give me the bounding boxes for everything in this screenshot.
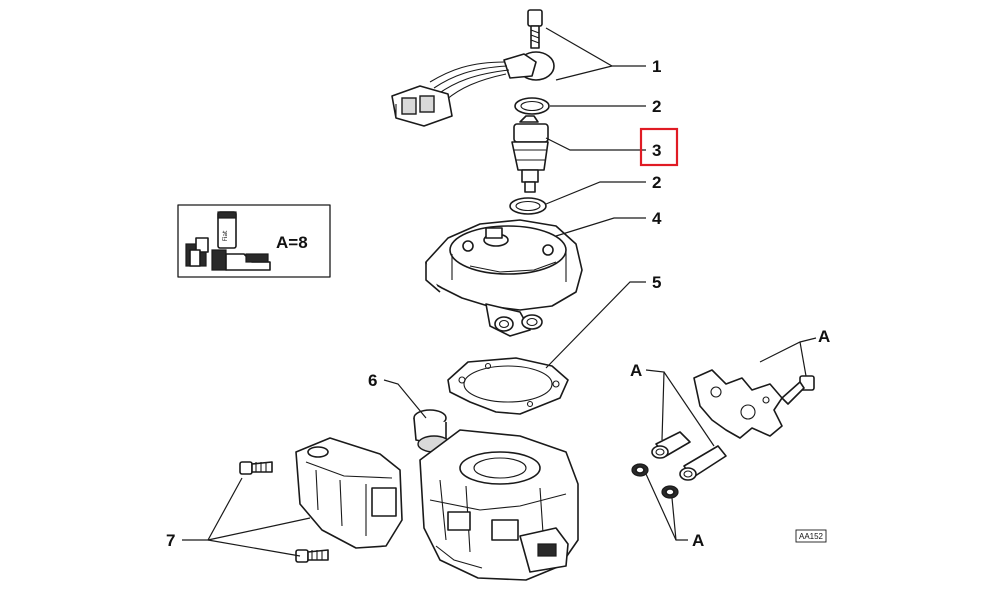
part-5-gasket <box>447 357 569 415</box>
reference-code-text: AA152 <box>799 532 824 541</box>
callout-4: 4 <box>652 209 662 228</box>
callout-3: 3 <box>652 141 661 160</box>
reference-code-tag: AA152 <box>795 529 827 543</box>
adhesive-legend-box: Fiat A=8 <box>177 204 331 278</box>
callout-2-lower: 2 <box>652 173 661 192</box>
callout-2-upper: 2 <box>652 97 661 116</box>
part-2-o-ring-lower <box>509 197 547 215</box>
group-a-fasteners <box>631 369 815 499</box>
callout-1: 1 <box>652 57 661 76</box>
legend-tube-text: Fiat <box>222 230 229 241</box>
part-6-throttle-body <box>413 409 579 581</box>
leader-lines <box>182 27 817 557</box>
part-2-o-ring-upper <box>514 97 550 115</box>
callout-a-left: A <box>630 361 642 380</box>
part-7-side-actuator <box>239 437 403 563</box>
part-1-wiring-harness <box>391 9 555 127</box>
callout-3-highlight-box <box>639 127 679 167</box>
legend-label: A=8 <box>276 233 308 252</box>
callout-a-bottom: A <box>692 531 704 550</box>
callout-a-top-right: A <box>818 327 830 346</box>
part-4-injector-housing <box>425 219 583 337</box>
callout-6: 6 <box>368 371 377 390</box>
part-3-injector <box>511 115 549 193</box>
callout-5: 5 <box>652 273 661 292</box>
callout-7: 7 <box>166 531 175 550</box>
